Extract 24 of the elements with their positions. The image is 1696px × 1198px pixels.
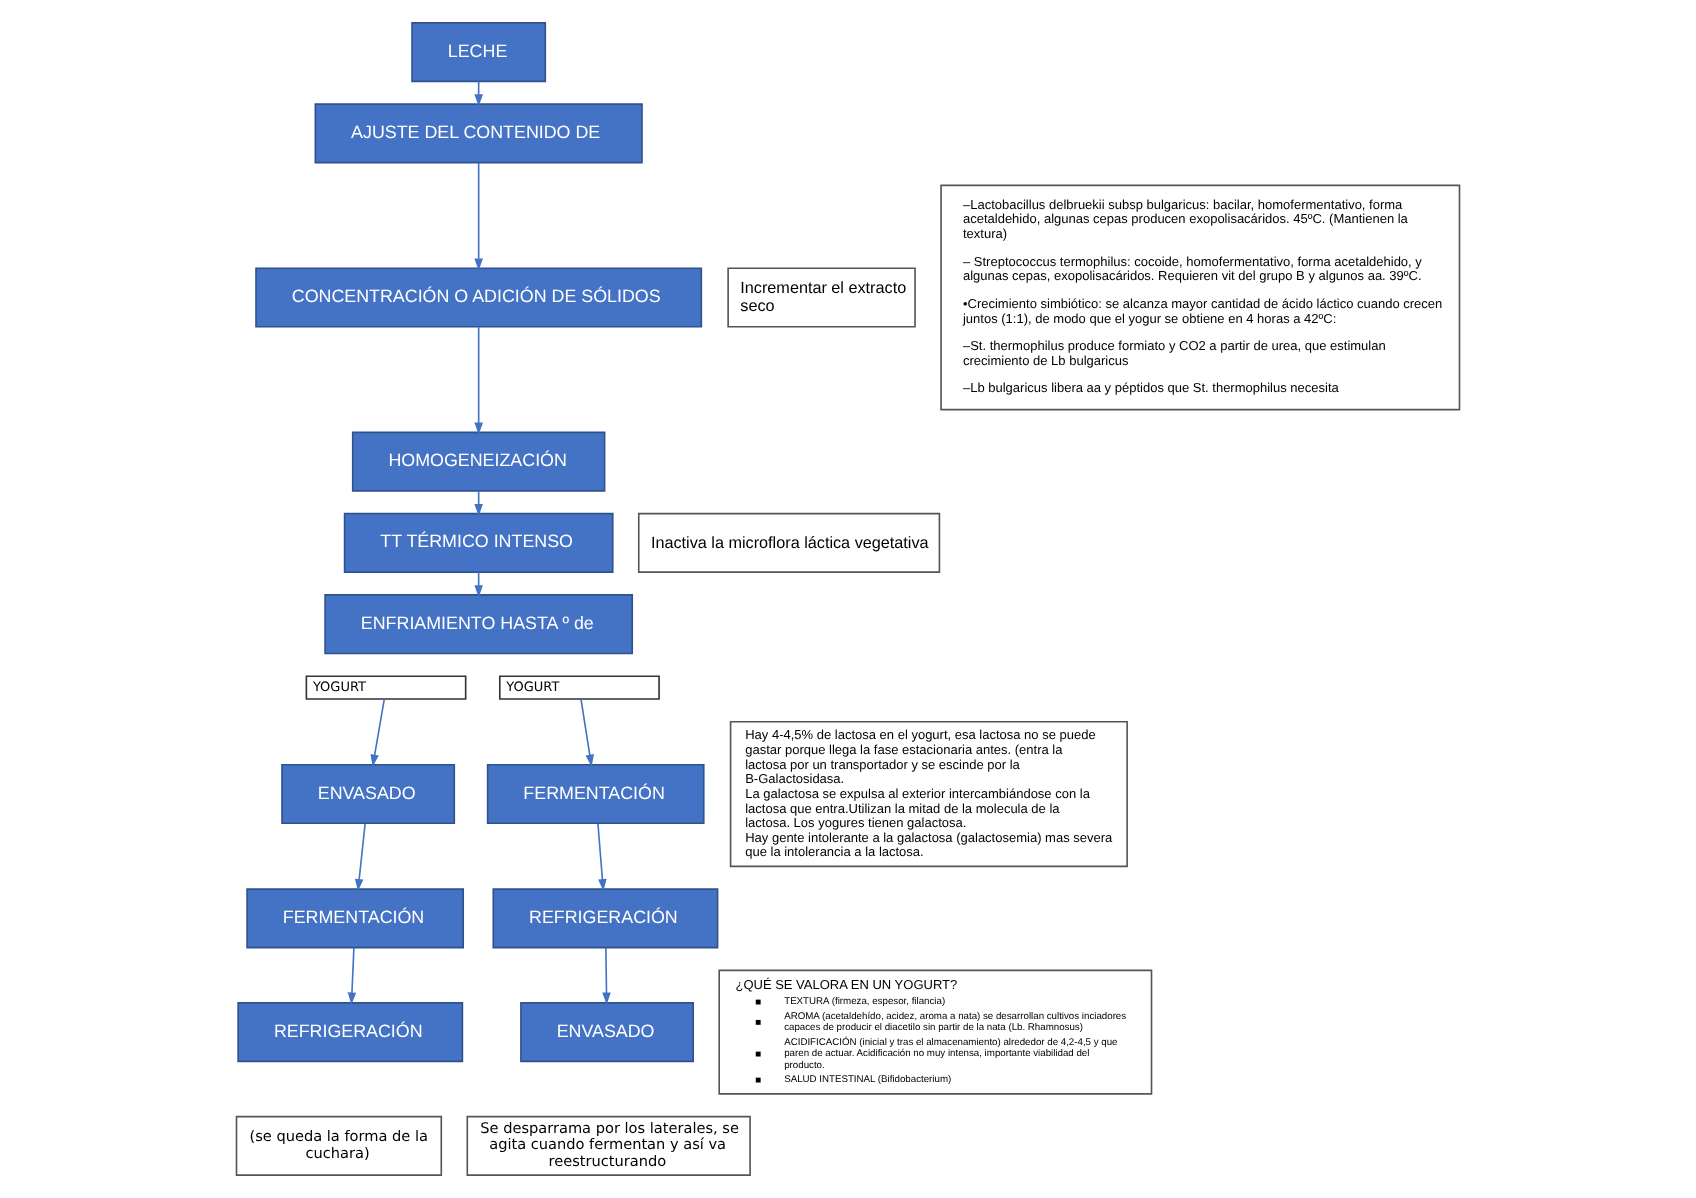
arrow bbox=[597, 822, 607, 892]
arrow bbox=[474, 162, 483, 271]
node-box: ENVASADO bbox=[281, 763, 456, 825]
node-box: REFRIGERACIÓN bbox=[237, 1002, 464, 1063]
node-box: FERMENTACIÓN bbox=[486, 763, 705, 825]
node-box: CONCENTRACIÓN O ADICIÓN DE SÓLIDOS bbox=[255, 267, 703, 328]
arrow bbox=[370, 698, 386, 767]
arrow bbox=[354, 822, 366, 892]
arrow bbox=[474, 326, 483, 435]
arrow bbox=[580, 698, 594, 767]
arrow bbox=[347, 947, 357, 1005]
node-box: REFRIGERACIÓN bbox=[492, 888, 719, 949]
node-box: HOMOGENEIZACIÓN bbox=[351, 431, 606, 492]
node-box: AJUSTE DEL CONTENIDO DE bbox=[314, 103, 643, 164]
node-box: Se desparrama por los laterales, se agita cuando fermentan y así va reestructurando bbox=[466, 1115, 751, 1176]
node-box: ENVASADO bbox=[520, 1002, 694, 1063]
node-box: TT TÉRMICO INTENSO bbox=[343, 512, 614, 573]
node-box: (se queda la forma de la cuchara) bbox=[235, 1115, 443, 1176]
node-box: ENFRIAMIENTO HASTA º de bbox=[324, 594, 634, 655]
node-box: LECHE bbox=[411, 22, 547, 83]
node-box: Inactiva la microflora láctica vegetativa bbox=[637, 512, 941, 573]
arrow bbox=[602, 947, 611, 1005]
node-box: Incrementar el extracto seco bbox=[727, 267, 916, 328]
node-box: FERMENTACIÓN bbox=[246, 888, 465, 949]
